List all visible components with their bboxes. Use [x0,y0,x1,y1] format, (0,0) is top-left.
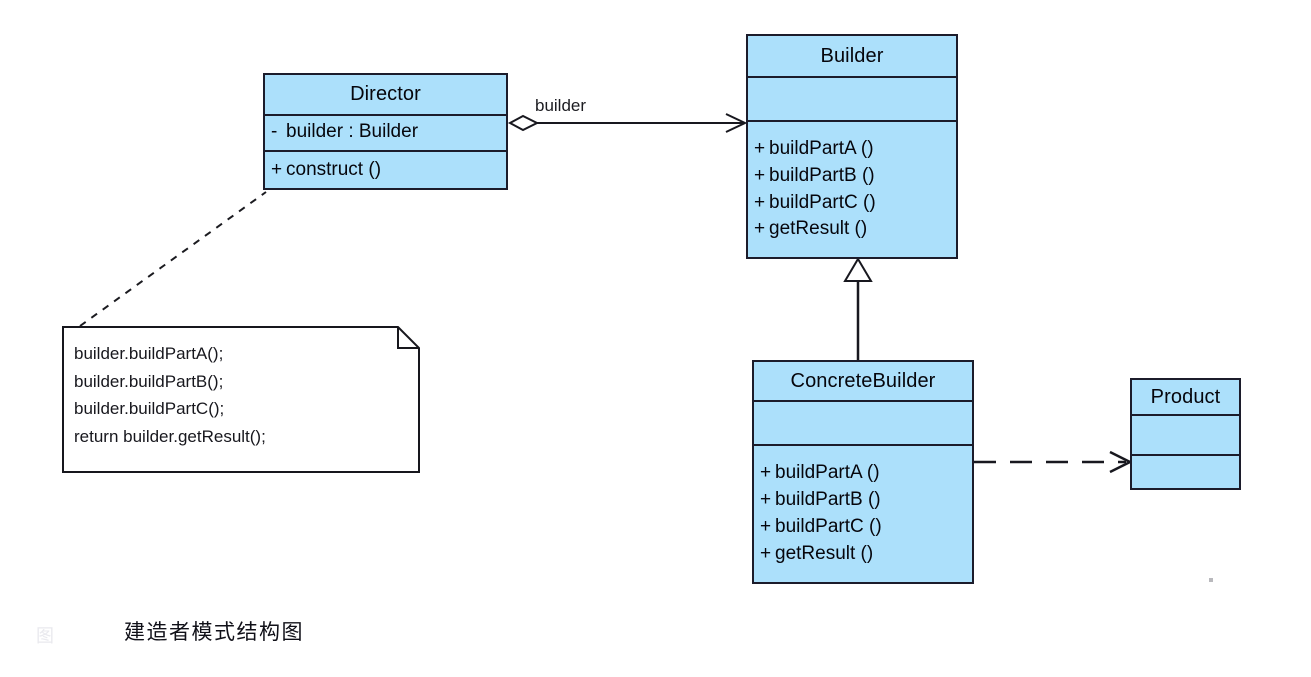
visibility-marker: + [760,489,772,511]
attribute-row: -builder : Builder [271,119,506,146]
note-anchor-edge[interactable] [79,191,267,327]
note-shape-icon [62,326,420,473]
operation-row: +buildPartA () [754,136,956,163]
operation-text: buildPartB () [775,489,881,511]
aggregation-arrowhead-icon [725,113,748,133]
aggregation-role-label: builder [535,96,587,115]
note-folded-corner-icon [397,327,419,349]
note-line: return builder.getResult(); [74,427,266,447]
aggregation-edge-director-builder[interactable] [507,113,748,133]
note-box-construct-body[interactable]: builder.buildPartA(); builder.buildPartB… [62,326,420,473]
aggregation-diamond-icon [507,114,540,132]
class-attributes-product [1132,414,1239,454]
operation-row: +getResult () [760,541,972,568]
visibility-marker: + [760,516,772,537]
operation-row: +construct () [271,157,506,184]
generalization-triangle-icon [843,257,873,282]
note-anchor-line [79,191,267,327]
class-box-builder[interactable]: Builder +buildPartA () +buildPartB () +b… [746,34,958,259]
attribute-text: builder : Builder [286,121,419,143]
operation-text: buildPartA () [769,137,874,159]
operation-row: +buildPartB () [760,487,972,514]
class-box-concretebuilder[interactable]: ConcreteBuilder +buildPartA () +buildPar… [752,360,974,584]
operation-text: buildPartA () [775,462,880,484]
class-name-product: Product [1132,380,1239,414]
generalization-edge-concretebuilder-builder[interactable] [843,257,873,360]
note-outline [62,326,420,473]
operation-text: buildPartC () [769,191,876,213]
operation-text: getResult () [769,218,868,240]
class-operations-director: +construct () [265,150,506,188]
class-operations-builder: +buildPartA () +buildPartB () +buildPart… [748,120,956,257]
operation-row: +buildPartA () [760,460,972,487]
dependency-edge-concretebuilder-product[interactable] [974,450,1133,474]
class-name-concretebuilder: ConcreteBuilder [754,362,972,400]
operation-text: buildPartC () [775,516,882,537]
note-line: builder.buildPartC(); [74,399,225,419]
diagram-caption: 建造者模式结构图 [124,620,304,644]
dependency-arrowhead-icon [1109,450,1133,474]
visibility-marker: + [760,462,772,484]
note-text-block: builder.buildPartA(); builder.buildPartB… [74,340,410,451]
visibility-marker: + [754,164,766,186]
class-attributes-director: -builder : Builder [265,113,506,151]
operation-text: getResult () [775,542,874,564]
scan-speck [1209,578,1213,582]
class-box-director[interactable]: Director -builder : Builder +construct (… [263,73,508,190]
note-line: builder.buildPartA(); [74,344,224,363]
class-attributes-builder [748,76,956,120]
visibility-marker: + [760,542,772,564]
operation-row: +buildPartC () [754,190,956,217]
visibility-marker: - [271,121,278,143]
visibility-marker: + [754,137,766,159]
class-box-product[interactable]: Product [1130,378,1241,490]
operation-row: +getResult () [754,216,956,243]
class-operations-product [1132,454,1239,488]
visibility-marker: + [754,191,766,213]
operation-row: +buildPartC () [760,514,972,541]
class-name-director: Director [265,75,506,114]
visibility-marker: + [271,158,283,180]
class-name-builder: Builder [748,36,956,76]
class-operations-concretebuilder: +buildPartA () +buildPartB () +buildPart… [754,444,972,582]
class-attributes-concretebuilder [754,400,972,444]
operation-text: construct () [286,158,382,180]
operation-text: buildPartB () [769,164,875,186]
operation-row: +buildPartB () [754,163,956,190]
note-line: builder.buildPartB(); [74,371,224,391]
visibility-marker: + [754,218,766,240]
caption-figure-prefix: 图 [36,626,56,646]
